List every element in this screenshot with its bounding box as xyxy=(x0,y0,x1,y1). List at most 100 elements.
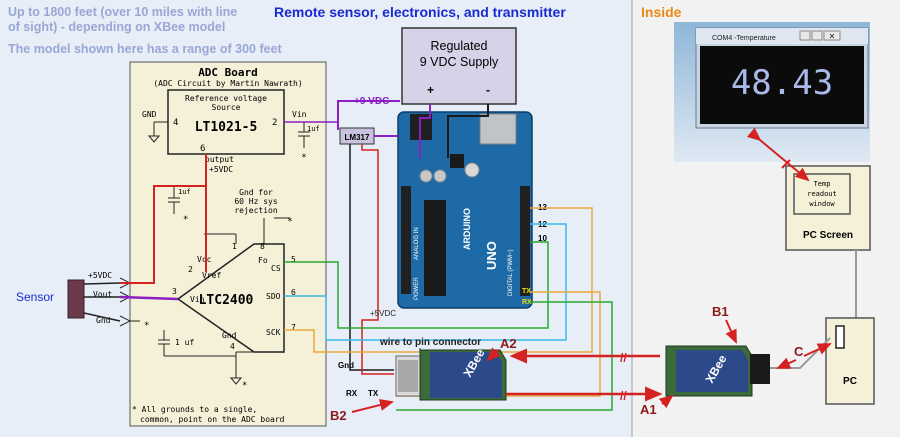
connector-label: wire to pin connector xyxy=(379,337,481,348)
pc-label: PC xyxy=(843,376,857,387)
adc-board-title: ADC Board xyxy=(198,66,258,79)
arduino-digital-label: DIGITAL (PWM~) xyxy=(508,249,514,296)
svg-text:*: * xyxy=(183,215,188,225)
inside-title: Inside xyxy=(641,4,682,20)
pin5-label: 5 xyxy=(291,255,296,264)
temperature-reading: 48.43 xyxy=(731,63,833,103)
gnd-note-2: 60 Hz sys xyxy=(234,197,278,206)
arduino-power-label: POWER xyxy=(414,277,420,300)
pin8-label: 8 xyxy=(260,242,265,251)
xbee-gnd-label: Gnd xyxy=(338,361,354,370)
ref-output-2: +5VDC xyxy=(209,165,233,174)
input-vout-label: Vout xyxy=(93,290,112,299)
pin4b-label: 4 xyxy=(230,342,235,351)
label-a2: A2 xyxy=(500,336,517,351)
ref-chip-label: LT1021-5 xyxy=(195,120,258,135)
ground-symbol xyxy=(147,135,161,143)
gnd-note-3: rejection xyxy=(234,206,278,215)
pc-box: PC xyxy=(825,317,875,405)
adc-board-subtitle: (ADC Circuit by Martin Nawrath) xyxy=(153,79,302,88)
svg-text:*: * xyxy=(242,381,247,391)
xbee-remote: wire to pin connector XBee Gnd RX TX A2 … xyxy=(330,336,517,423)
svg-text:*: * xyxy=(287,217,292,227)
ltc2400-chip xyxy=(176,243,285,353)
xbee-rx-label: RX xyxy=(346,389,358,398)
ref-pin2: 2 xyxy=(272,118,277,128)
pc-screen: Temp readout window PC Screen xyxy=(746,127,871,251)
sensor-label: Sensor xyxy=(16,290,54,304)
power-supply-plus: + xyxy=(427,83,434,97)
ref-cap-label: 1uf xyxy=(307,125,320,133)
power-supply-line2: 9 VDC Supply xyxy=(420,55,499,69)
sck-label: SCK xyxy=(266,328,281,337)
close-button[interactable] xyxy=(823,30,841,41)
remote-title: Remote sensor, electronics, and transmit… xyxy=(274,4,566,20)
ref-vin-label: Vin xyxy=(292,110,307,119)
pc-screen-label: PC Screen xyxy=(803,230,853,241)
readout-1: Temp xyxy=(814,180,831,188)
svg-text:*: * xyxy=(144,321,149,331)
input-5v-label: +5VDC xyxy=(88,271,112,280)
arduino-analog-label: ANALOG IN xyxy=(414,227,420,260)
arduino-model: UNO xyxy=(484,241,499,270)
power-supply-line1: Regulated xyxy=(431,39,488,53)
xbee-inside: XBee B1 A1 C xyxy=(640,304,832,417)
readout-2: readout xyxy=(807,190,837,198)
svg-text://: // xyxy=(620,389,627,403)
sdo-label: SDO xyxy=(266,292,281,301)
ref-gnd-label: GND xyxy=(142,110,157,119)
lm317-label: LM317 xyxy=(345,133,370,142)
ref-title-1: Reference voltage xyxy=(185,94,267,103)
label-b1: B1 xyxy=(712,304,729,319)
fo-label: Fo xyxy=(258,256,268,265)
label-c: C xyxy=(794,344,804,359)
ref-title-2: Source xyxy=(212,103,241,112)
maximize-button[interactable] xyxy=(811,30,823,41)
ltc2400-label: LTC2400 xyxy=(199,293,254,308)
footnote-2: common, point on the ADC board xyxy=(140,415,285,424)
close-icon: ✕ xyxy=(829,32,836,41)
ref-output-1: output xyxy=(205,155,234,164)
footnote-1: * All grounds to a single, xyxy=(132,405,257,414)
xbee-tx-label: TX xyxy=(368,389,379,398)
ref-pin4: 4 xyxy=(173,118,178,128)
arduino-rx-label: RX xyxy=(522,299,532,306)
power-supply: Regulated 9 VDC Supply + - xyxy=(401,27,517,105)
temperature-window: COM4 -Temperature ✕ 48.43 xyxy=(674,22,870,162)
readout-3: window xyxy=(809,200,835,208)
pin3-label: 3 xyxy=(172,287,177,296)
cs-label: CS xyxy=(271,264,281,273)
cap-bottom-label: 1 uf xyxy=(175,338,194,347)
svg-text:*: * xyxy=(301,153,306,163)
pin2b-label: 2 xyxy=(188,265,193,274)
input-gnd-label: Gnd xyxy=(96,316,111,325)
chip-gnd-label: Gnd xyxy=(222,331,237,340)
cap-left-label: 1uf xyxy=(178,188,191,196)
gnd-note-1: Gnd for xyxy=(239,188,273,197)
vin-in-label: Vin xyxy=(190,295,205,304)
label-b2: B2 xyxy=(330,408,347,423)
plus9-label: +9 VDC xyxy=(354,96,389,107)
arduino-uno: ARDUINO UNO POWER DIGITAL (PWM~) ANALOG … xyxy=(397,111,547,309)
pin7-label: 7 xyxy=(291,323,296,332)
pin1-label: 1 xyxy=(232,242,237,251)
pin6b-label: 6 xyxy=(291,288,296,297)
model-note: The model shown here has a range of 300 … xyxy=(8,42,283,56)
svg-text://: // xyxy=(620,351,627,365)
ref-pin6: 6 xyxy=(200,144,205,154)
arduino-brand: ARDUINO xyxy=(462,208,472,250)
range-note-line2: of sight) - depending on XBee model xyxy=(8,20,225,34)
range-note-line1: Up to 1800 feet (over 10 miles with line xyxy=(8,5,237,19)
label-a1: A1 xyxy=(640,402,657,417)
vref-label: Vref xyxy=(202,271,221,280)
plus5-board-label: +5VDC xyxy=(370,309,396,318)
vcc-label: Vcc xyxy=(197,255,212,264)
pin-10-label: 10 xyxy=(538,234,547,243)
power-supply-minus: - xyxy=(486,83,490,97)
window-title: COM4 -Temperature xyxy=(712,35,776,42)
arduino-tx-label: TX xyxy=(522,288,531,295)
sensor: Sensor xyxy=(16,279,121,322)
minimize-button[interactable] xyxy=(799,30,811,41)
